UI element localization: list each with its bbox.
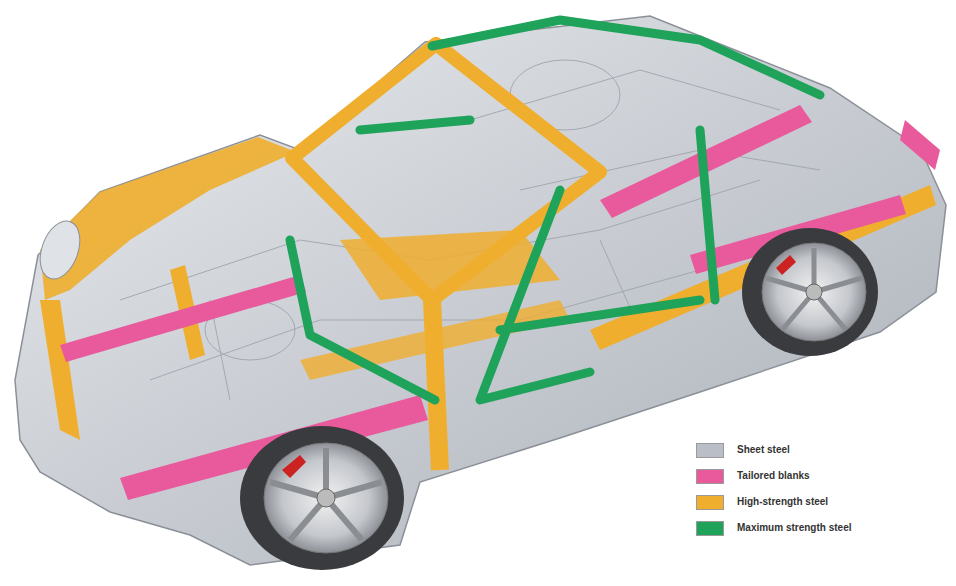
legend-row: Maximum strength steel <box>696 519 896 537</box>
legend-swatch <box>696 469 724 484</box>
legend-text: Tailored blanks <box>737 470 810 481</box>
legend-swatch <box>696 443 724 458</box>
legend-text: Sheet steel <box>737 444 790 455</box>
legend-row: High-strength steel <box>696 493 896 511</box>
legend-row: Tailored blanks <box>696 467 896 485</box>
legend-text: High-strength steel <box>737 496 828 507</box>
legend-swatch <box>696 521 724 536</box>
legend-swatch <box>696 495 724 510</box>
legend-text: Maximum strength steel <box>737 522 851 533</box>
legend-row: Sheet steel <box>696 441 896 459</box>
